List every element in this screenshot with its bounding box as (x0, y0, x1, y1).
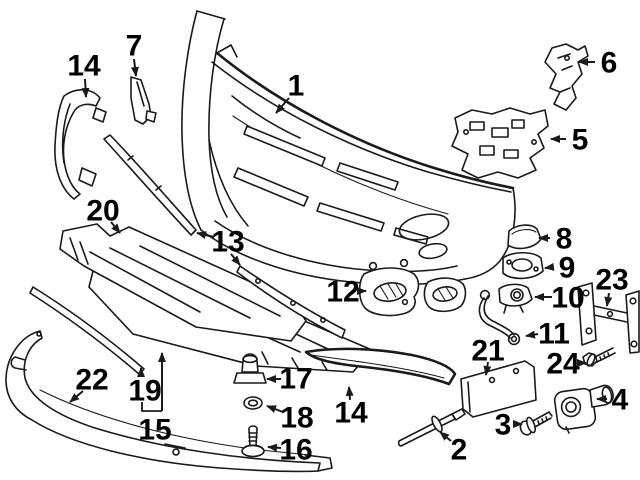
callout-label-3[interactable]: 3 (495, 409, 512, 442)
callout-20[interactable]: 20 (86, 195, 121, 234)
callout-label-12[interactable]: 12 (326, 276, 359, 309)
part-pin-2 (397, 408, 466, 447)
part-fog-bezel-right (423, 277, 467, 313)
callout-label-24[interactable]: 24 (546, 348, 580, 381)
callout-5[interactable]: 5 (550, 124, 589, 157)
part-lower-molding-14 (304, 347, 457, 386)
callout-2[interactable]: 2 (439, 431, 468, 467)
part-insulator-5 (451, 107, 549, 179)
callout-12[interactable]: 12 (326, 276, 367, 309)
part-lower-valance-22 (5, 330, 333, 473)
callout-14[interactable]: 14 (67, 50, 101, 98)
callout-3[interactable]: 3 (495, 409, 523, 442)
part-rail-13-lower (236, 265, 346, 339)
part-rail-13-upper (103, 134, 197, 236)
callout-label-7[interactable]: 7 (126, 30, 143, 63)
part-screw-16 (241, 425, 265, 458)
callout-1[interactable]: 1 (275, 70, 305, 114)
callout-14[interactable]: 14 (334, 386, 368, 430)
callout-label-16[interactable]: 16 (279, 434, 312, 467)
callout-21[interactable]: 21 (471, 335, 505, 376)
callout-label-15[interactable]: 15 (138, 414, 171, 447)
callout-6[interactable]: 6 (578, 47, 618, 80)
callout-19[interactable]: 19 (128, 367, 162, 408)
callout-label-9[interactable]: 9 (559, 252, 576, 285)
part-sensor-4 (553, 384, 614, 434)
part-filler-strip-7 (130, 76, 157, 125)
part-bezel-9 (502, 251, 544, 280)
callout-11[interactable]: 11 (525, 318, 570, 351)
parts-drawing (5, 10, 640, 473)
part-bumper-cover-1 (181, 10, 516, 286)
callout-label-1[interactable]: 1 (288, 70, 305, 103)
callout-label-20[interactable]: 20 (86, 195, 119, 228)
callout-24[interactable]: 24 (546, 348, 587, 381)
callout-label-8[interactable]: 8 (556, 223, 573, 256)
callout-label-14[interactable]: 14 (334, 397, 368, 430)
callout-label-22[interactable]: 22 (75, 364, 108, 397)
callout-label-2[interactable]: 2 (451, 434, 468, 467)
part-side-bracket-14 (54, 89, 107, 200)
part-grommet-17 (233, 353, 267, 384)
callout-label-14[interactable]: 14 (67, 50, 101, 83)
callout-label-19[interactable]: 19 (128, 375, 161, 408)
part-wireform-11 (478, 289, 521, 346)
callout-16[interactable]: 16 (267, 434, 313, 467)
part-fog-bezel-12 (358, 267, 420, 317)
callout-8[interactable]: 8 (538, 223, 573, 256)
part-screw-3 (519, 411, 553, 436)
callout-label-4[interactable]: 4 (612, 384, 629, 417)
part-mount-bracket-6 (544, 43, 589, 111)
callout-23[interactable]: 23 (595, 264, 629, 307)
callout-13[interactable]: 13 (196, 226, 245, 266)
callout-18[interactable]: 18 (266, 402, 314, 435)
callout-label-6[interactable]: 6 (601, 47, 618, 80)
callout-15[interactable]: 15 (138, 352, 172, 447)
callout-label-17[interactable]: 17 (279, 363, 312, 396)
part-close-out-panel-20 (59, 223, 307, 342)
callout-label-21[interactable]: 21 (471, 335, 504, 368)
callout-22[interactable]: 22 (69, 364, 109, 403)
part-washer-18 (243, 396, 263, 410)
part-bolt-24 (582, 347, 616, 367)
callout-label-23[interactable]: 23 (595, 264, 628, 297)
callout-label-18[interactable]: 18 (280, 402, 313, 435)
callout-10[interactable]: 10 (534, 282, 585, 315)
part-tow-hook-cover-8 (507, 224, 542, 250)
part-retainer-10 (498, 283, 533, 314)
callout-label-11[interactable]: 11 (538, 318, 570, 351)
part-support-bracket-23 (577, 282, 640, 354)
callout-label-10[interactable]: 10 (551, 282, 584, 315)
callout-17[interactable]: 17 (266, 363, 313, 396)
callout-4[interactable]: 4 (596, 384, 629, 417)
callout-label-13[interactable]: 13 (211, 226, 244, 259)
callout-label-5[interactable]: 5 (572, 124, 589, 157)
callout-9[interactable]: 9 (544, 252, 576, 285)
callout-7[interactable]: 7 (126, 30, 143, 77)
part-plate-21 (460, 360, 537, 418)
